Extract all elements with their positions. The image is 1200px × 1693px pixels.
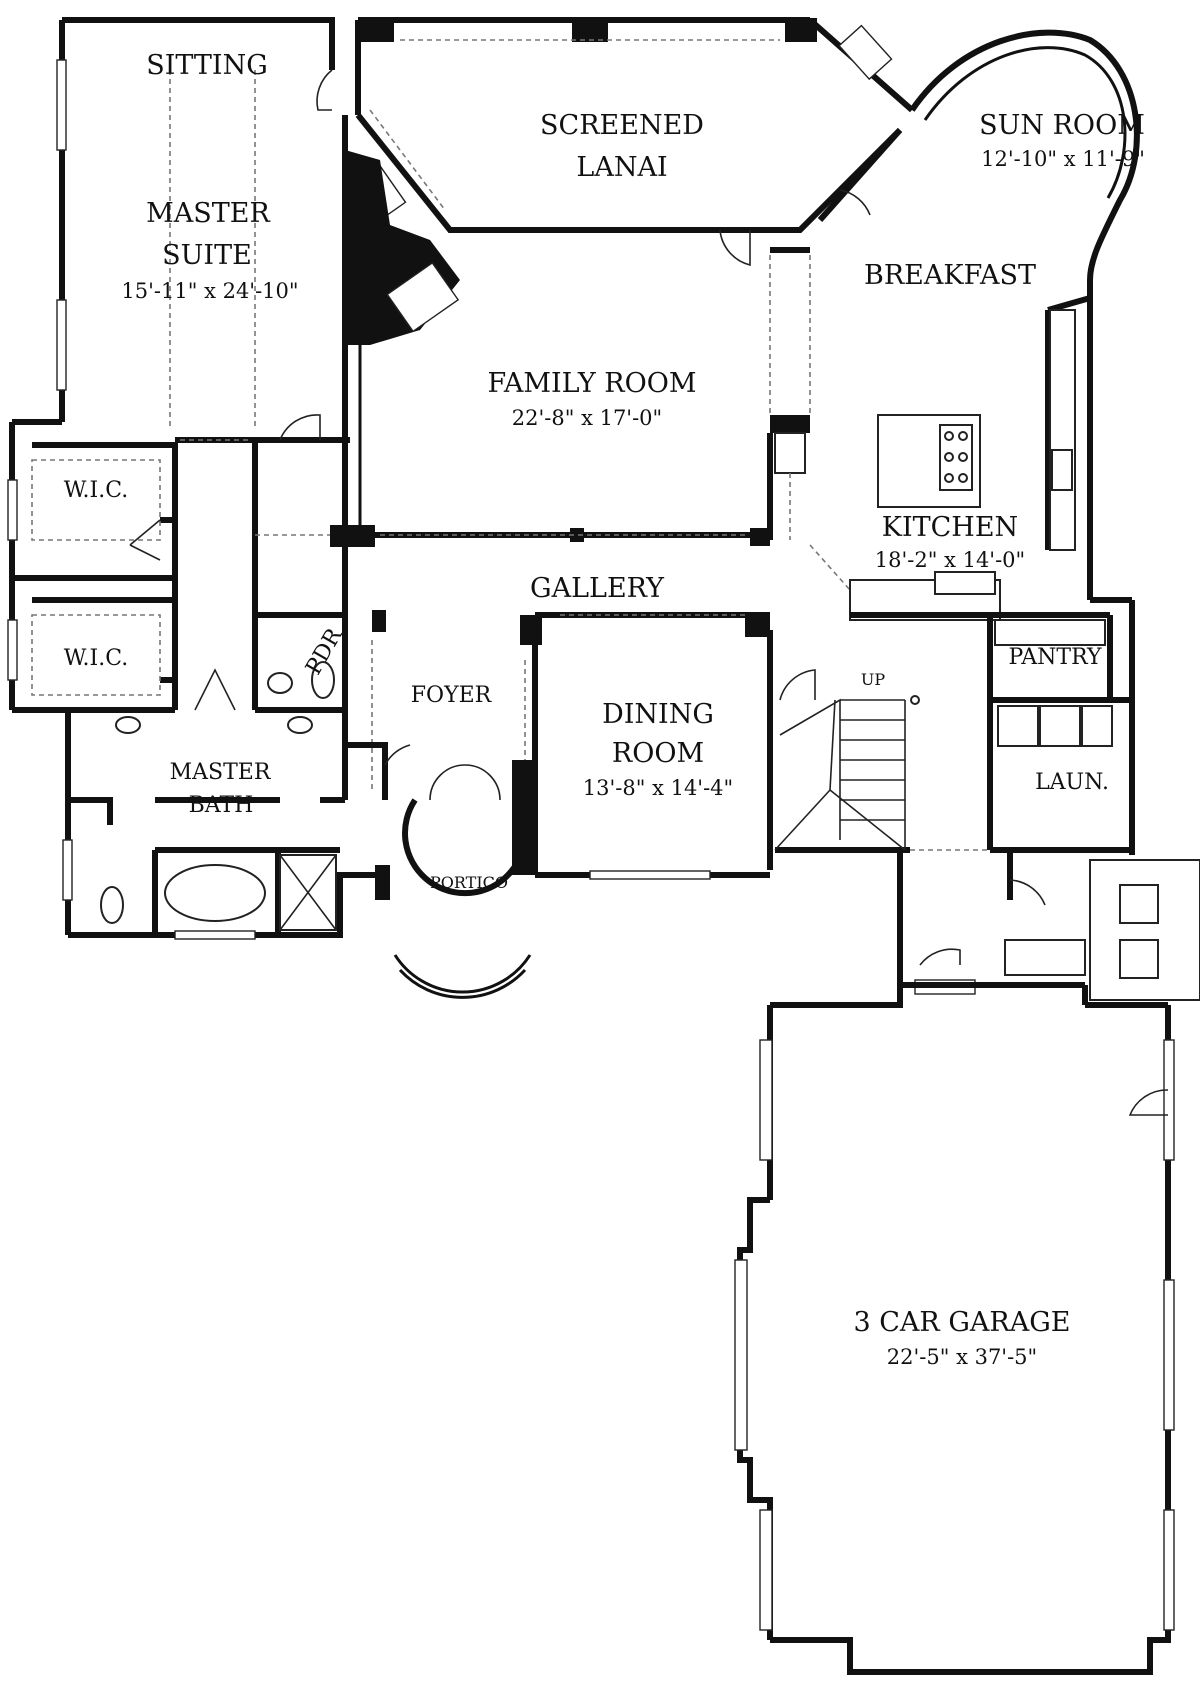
room-label-master-bath-line1: MASTER — [170, 760, 272, 785]
room-label-lanai-line1: SCREENED — [540, 110, 704, 141]
sun-room-walls — [817, 29, 1140, 855]
room-label-sun-room: SUN ROOM — [979, 110, 1145, 141]
room-label-laundry: LAUN. — [1035, 770, 1109, 795]
room-label-foyer: FOYER — [411, 683, 493, 708]
sink-icon — [287, 716, 313, 734]
room-label-gallery: GALLERY — [530, 573, 665, 604]
toilet-icon — [100, 886, 124, 924]
garage-walls — [734, 985, 1175, 1675]
central-walls — [345, 610, 993, 880]
room-label-master-suite-line1: MASTER — [146, 198, 270, 229]
room-labels: SITTING MASTER SUITE 15'-11" x 24'-10" S… — [64, 50, 1145, 1369]
sink-icon — [267, 672, 293, 694]
room-dims-dining: 13'-8" x 14'-4" — [583, 776, 733, 800]
family-gallery-walls — [330, 150, 1000, 591]
room-label-dining-line1: DINING — [602, 699, 714, 730]
room-dims-garage: 22'-5" x 37'-5" — [887, 1345, 1037, 1369]
room-label-dining-line2: ROOM — [612, 738, 704, 769]
room-label-family-room: FAMILY ROOM — [487, 368, 696, 399]
room-label-kitchen: KITCHEN — [882, 512, 1018, 543]
room-dims-family-room: 22'-8" x 17'-0" — [512, 406, 662, 430]
room-dims-kitchen: 18'-2" x 14'-0" — [875, 548, 1025, 572]
room-label-master-bath-line2: BATH — [189, 793, 254, 818]
room-label-wic-1: W.I.C. — [64, 478, 129, 503]
room-label-pdr: PDR — [301, 623, 348, 679]
room-label-master-suite-line2: SUITE — [162, 240, 252, 271]
room-label-portico: PORTICO — [430, 873, 508, 892]
room-label-lanai-line2: LANAI — [576, 152, 667, 183]
room-dims-master-suite: 15'-11" x 24'-10" — [121, 279, 298, 303]
service-walls — [897, 612, 1200, 1001]
stairs-up-label: UP — [861, 670, 885, 689]
master-wing-details — [7, 59, 345, 940]
lanai-walls — [354, 17, 914, 267]
sink-icon — [115, 716, 141, 734]
room-label-wic-2: W.I.C. — [64, 646, 129, 671]
master-wing-walls — [9, 17, 376, 938]
room-label-breakfast: BREAKFAST — [864, 260, 1036, 291]
bathtub-icon — [164, 864, 266, 922]
room-label-sitting: SITTING — [146, 50, 268, 81]
toilet-icon — [311, 661, 335, 699]
room-label-garage: 3 CAR GARAGE — [853, 1307, 1070, 1338]
portico — [375, 764, 532, 999]
room-label-pantry: PANTRY — [1008, 645, 1101, 670]
room-dims-sun-room: 12'-10" x 11'-9" — [981, 147, 1145, 171]
